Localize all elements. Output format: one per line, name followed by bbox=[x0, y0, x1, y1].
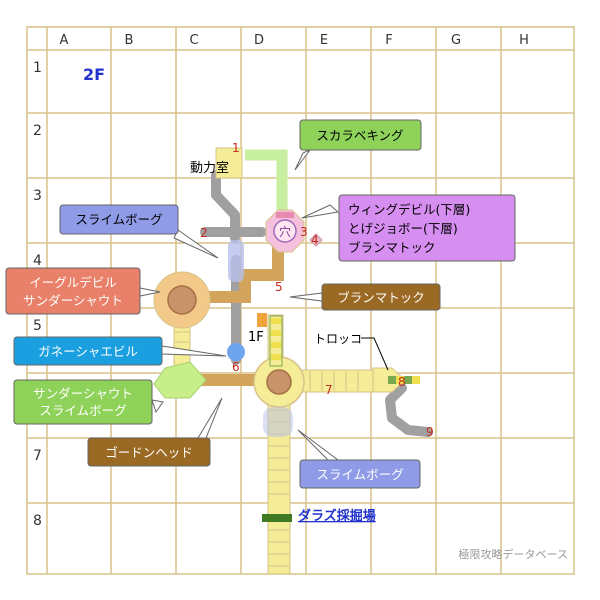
eagle-room bbox=[153, 271, 211, 329]
callout-eagle-line1: イーグルデビル bbox=[29, 275, 117, 290]
callout-thunder-line2: スライムボーグ bbox=[39, 403, 126, 418]
marker-5: 5 bbox=[275, 280, 283, 294]
marker-4: 4 bbox=[311, 233, 319, 247]
marker-8: 8 bbox=[398, 375, 406, 389]
col-header-h: H bbox=[519, 33, 529, 48]
blue-shade-area bbox=[228, 240, 244, 282]
callout-eagle: イーグルデビル サンダーシャウト bbox=[5, 267, 141, 315]
row-header-3: 3 bbox=[33, 188, 42, 204]
row-header-2: 2 bbox=[33, 123, 42, 139]
corridor-stripes bbox=[175, 321, 359, 567]
callout-branma-text: ブランマトック bbox=[337, 290, 425, 305]
marker-3: 3 bbox=[300, 225, 308, 239]
engine-room-label: 動力室 bbox=[190, 160, 229, 176]
row-header-1: 1 bbox=[33, 60, 42, 76]
callout-branma: ブランマトック bbox=[321, 283, 441, 311]
cart-leader-line bbox=[361, 337, 389, 371]
callout-gane: ガネーシャエビル bbox=[13, 336, 163, 366]
col-header-e: E bbox=[320, 33, 328, 48]
callout-slime-bottom: スライムボーグ bbox=[299, 459, 421, 489]
col-header-b: B bbox=[125, 33, 134, 48]
hole-room: 穴 bbox=[265, 209, 305, 253]
callout-slime-top-text: スライムボーグ bbox=[75, 212, 162, 227]
cart-track bbox=[388, 376, 420, 384]
callout-thunder: サンダーシャウト スライムボーグ bbox=[13, 379, 153, 425]
marker-6: 6 bbox=[232, 360, 240, 374]
lower-floor-label: 1F bbox=[248, 330, 264, 345]
callout-eagle-line2: サンダーシャウト bbox=[23, 293, 123, 308]
row-header-7: 7 bbox=[33, 448, 42, 464]
floor-label: 2F bbox=[83, 65, 105, 84]
callout-thunder-line1: サンダーシャウト bbox=[33, 386, 133, 401]
callout-wing-line2: とげジョボー(下層) bbox=[348, 221, 458, 236]
col-header-d: D bbox=[254, 33, 264, 48]
row-header-5: 5 bbox=[33, 318, 42, 334]
dig-site-marker bbox=[262, 514, 292, 522]
col-header-f: F bbox=[385, 33, 392, 48]
col-header-c: C bbox=[189, 33, 198, 48]
green-path bbox=[245, 149, 288, 210]
row-header-4: 4 bbox=[33, 253, 42, 269]
callout-gordon-text: ゴードンヘッド bbox=[105, 445, 193, 460]
callout-skala: スカラベキング bbox=[299, 119, 422, 151]
row-header-8: 8 bbox=[33, 513, 42, 529]
hole-glyph: 穴 bbox=[279, 224, 291, 239]
cart-label: トロッコ bbox=[314, 332, 362, 346]
marker-1: 1 bbox=[232, 141, 240, 155]
credit-watermark: 極限攻略データベース bbox=[458, 548, 568, 561]
green-room bbox=[153, 361, 207, 399]
callout-slime-top: スライムボーグ bbox=[59, 204, 179, 235]
callout-slime-bottom-text: スライムボーグ bbox=[316, 467, 403, 482]
col-header-g: G bbox=[451, 33, 461, 48]
callout-wing-line3: ブランマトック bbox=[348, 240, 436, 255]
marker-2: 2 bbox=[200, 226, 208, 240]
blue-shade-lower bbox=[263, 407, 293, 437]
callout-gane-text: ガネーシャエビル bbox=[38, 344, 138, 359]
stairs-1f bbox=[257, 313, 283, 367]
brown-paths bbox=[200, 240, 284, 386]
callout-wing: ウィングデビル(下層) とげジョボー(下層) ブランマトック bbox=[338, 194, 516, 262]
marker-9: 9 bbox=[426, 425, 434, 439]
marker-7: 7 bbox=[325, 383, 333, 397]
callout-wing-line1: ウィングデビル(下層) bbox=[348, 202, 470, 217]
small-diamond bbox=[309, 233, 323, 247]
callout-skala-text: スカラベキング bbox=[316, 128, 403, 143]
central-room bbox=[253, 356, 305, 408]
blue-marker bbox=[227, 343, 245, 361]
dig-site-link[interactable]: ダラズ採掘場 bbox=[298, 508, 376, 524]
callout-gordon: ゴードンヘッド bbox=[87, 437, 211, 467]
col-header-a: A bbox=[60, 33, 69, 48]
